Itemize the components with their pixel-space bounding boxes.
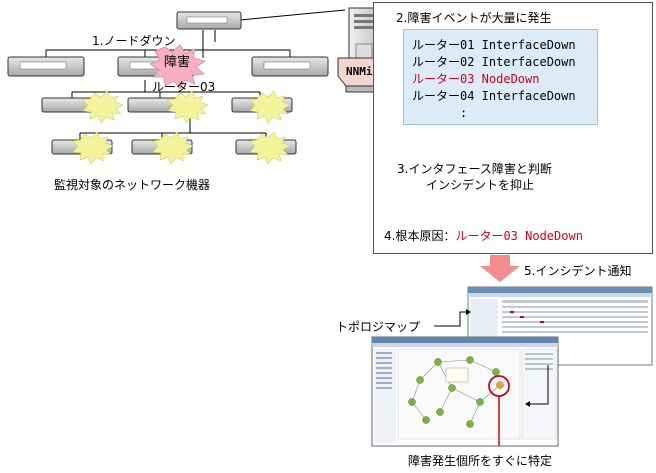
step-3-sublabel: インシデントを抑止: [426, 178, 535, 192]
step-4-label: 4.根本原因：ルーター03 NodeDown: [384, 229, 583, 243]
topology-map-label: トポロジマップ: [336, 320, 421, 334]
flow-arrow-3: [480, 255, 520, 282]
event-line: ルーター01 InterfaceDown: [412, 38, 576, 52]
arrow-head-left: [525, 401, 530, 407]
fault-burst-icon: [149, 44, 206, 90]
step-4-prefix: 4.根本原因：: [384, 229, 456, 243]
nnmi-server-label: NNMi: [346, 65, 373, 78]
arrow-head-right: [466, 309, 471, 315]
topology-map-screenshot: [371, 336, 559, 447]
monitored-devices-label: 監視対象のネットワーク機器: [54, 178, 211, 192]
fault-label: 障害: [164, 55, 191, 70]
root-cause: ルーター03 NodeDown: [455, 229, 583, 243]
event-line-highlighted: ルーター03 NodeDown: [412, 72, 540, 86]
switch-device-left: [7, 56, 85, 77]
affected-devices-row-2: [41, 90, 293, 124]
step-5-label: 5.インシデント通知: [524, 264, 632, 278]
switch-device-right: [251, 56, 329, 77]
fault-router-label: ルーター03: [152, 80, 216, 94]
connector-arrows: [434, 311, 549, 405]
step-1-label: 1.ノードダウン: [92, 34, 176, 48]
step-2-label: 2.障害イベントが大量に発生: [396, 11, 552, 25]
quick-locate-label: 障害発生個所をすぐに特定: [408, 454, 553, 468]
affected-devices-row-3: [51, 131, 297, 165]
event-list-ellipsis: :: [460, 106, 468, 120]
event-line: ルーター02 InterfaceDown: [412, 55, 576, 69]
network-links: [45, 9, 346, 140]
event-list-box: ルーター01 InterfaceDown ルーター02 InterfaceDow…: [403, 29, 598, 125]
event-line: ルーター04 InterfaceDown: [412, 89, 576, 103]
step-3-label: 3.インタフェース障害と判断: [397, 162, 552, 176]
switch-device-top: [176, 11, 242, 30]
